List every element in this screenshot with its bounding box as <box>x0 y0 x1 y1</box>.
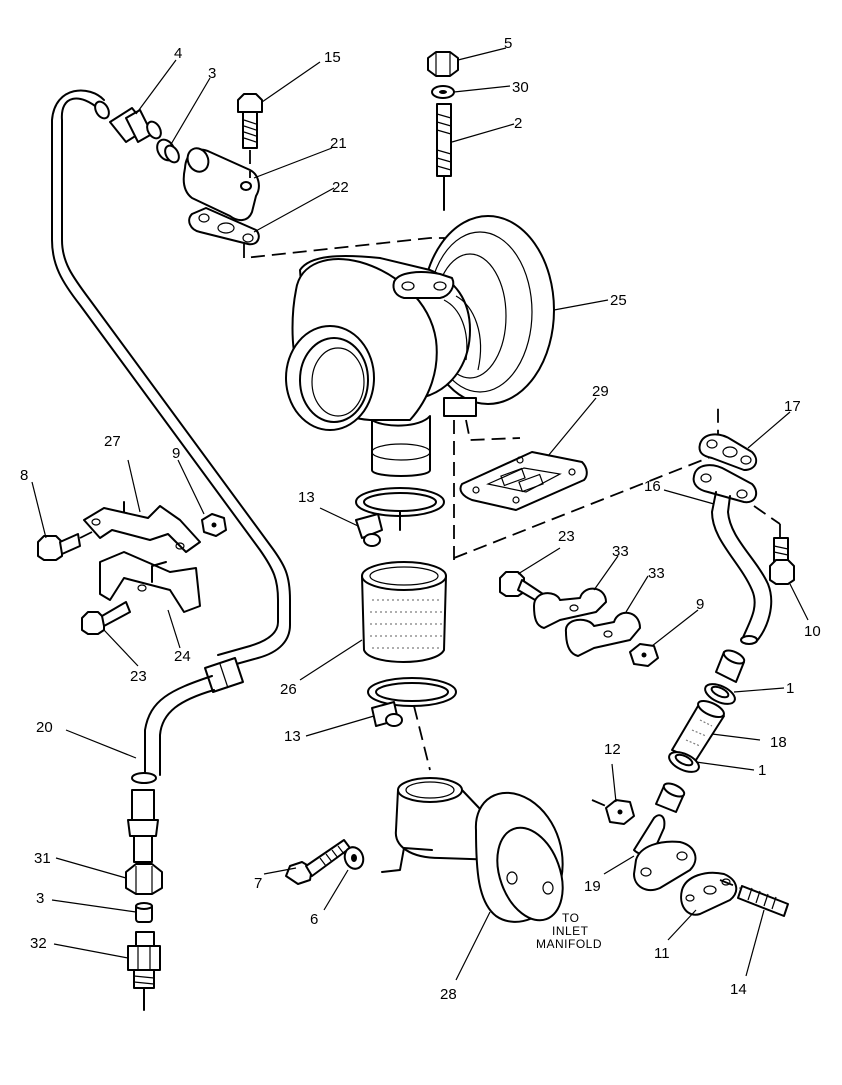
seal-1-upper <box>704 683 736 705</box>
oil-flange-21 <box>182 147 260 222</box>
callout-17: 17 <box>784 398 801 415</box>
nut-5 <box>427 51 459 77</box>
callout-29: 29 <box>592 383 609 400</box>
callout-5: 5 <box>504 35 512 52</box>
bolt-23-left <box>81 601 131 635</box>
inlet-manifold-note: TO INLET MANIFOLD <box>536 911 602 951</box>
drain-tube-16 <box>692 464 773 645</box>
stud-2 <box>436 103 452 211</box>
connector-32 <box>127 931 161 1011</box>
callout-32: 32 <box>30 935 47 952</box>
callout-3-upper: 3 <box>208 65 216 82</box>
hose-26 <box>361 561 447 663</box>
callout-25: 25 <box>610 292 627 309</box>
note-line-2: INLET <box>552 924 589 938</box>
callout-22: 22 <box>332 179 349 196</box>
callout-6: 6 <box>310 911 318 928</box>
callout-21: 21 <box>330 135 347 152</box>
sleeve-3-upper <box>156 138 180 164</box>
clamp-33-a <box>533 587 607 629</box>
nut-9-left <box>201 513 227 537</box>
callout-27: 27 <box>104 433 121 450</box>
gasket-22 <box>188 207 260 246</box>
callout-13-upper: 13 <box>298 489 315 506</box>
callout-2: 2 <box>514 115 522 132</box>
callout-1-lower: 1 <box>758 762 766 779</box>
callout-4: 4 <box>174 45 182 62</box>
nut-12 <box>591 799 635 825</box>
elbow-28 <box>381 777 564 923</box>
hose-clamp-13-lower <box>367 677 457 771</box>
drain-elbow-19 <box>633 814 697 892</box>
callout-12: 12 <box>604 741 621 758</box>
note-line-3: MANIFOLD <box>536 937 602 951</box>
gasket-11 <box>680 871 738 916</box>
leader-lines <box>31 47 809 981</box>
hose-18 <box>671 699 725 761</box>
bracket-24 <box>99 551 201 613</box>
callout-15: 15 <box>324 49 341 66</box>
callout-19: 19 <box>584 878 601 895</box>
sleeve-tube-lower <box>655 782 686 813</box>
oil-tube <box>51 89 291 784</box>
callout-26: 26 <box>280 681 297 698</box>
callout-3-lower: 3 <box>36 890 44 907</box>
callout-8: 8 <box>20 467 28 484</box>
bracket-27 <box>83 501 201 553</box>
callout-1-upper: 1 <box>786 680 794 697</box>
elbow-fitting-4 <box>109 107 162 143</box>
callout-10: 10 <box>804 623 821 640</box>
callout-23-left: 23 <box>130 668 147 685</box>
washer-30 <box>431 85 455 99</box>
callout-14: 14 <box>730 981 747 998</box>
callout-13-lower: 13 <box>284 728 301 745</box>
callout-28: 28 <box>440 986 457 1003</box>
callout-9-left: 9 <box>172 445 180 462</box>
nut-9-right <box>629 643 659 667</box>
callout-labels: 1 1 2 3 3 4 5 6 7 8 9 9 10 11 12 13 13 1… <box>20 35 821 1003</box>
callout-16: 16 <box>644 478 661 495</box>
washer-6 <box>343 846 365 870</box>
callout-24: 24 <box>174 648 191 665</box>
stud-14 <box>719 879 789 917</box>
gasket-29 <box>459 451 588 511</box>
callout-23-right: 23 <box>558 528 575 545</box>
gasket-17 <box>698 433 758 471</box>
turbocharger-25 <box>285 215 555 477</box>
callout-30: 30 <box>512 79 529 96</box>
clamp-33-b <box>564 612 641 657</box>
callout-7: 7 <box>254 875 262 892</box>
bolt-15 <box>237 93 263 178</box>
callout-31: 31 <box>34 850 51 867</box>
sleeve-3-lower <box>135 902 153 923</box>
callout-18: 18 <box>770 734 787 751</box>
tube-end-lower <box>127 789 159 863</box>
callout-11: 11 <box>654 945 670 962</box>
seal-1-lower <box>668 751 700 773</box>
hose-clamp-13-upper <box>355 487 445 547</box>
note-line-1: TO <box>562 911 579 925</box>
callout-9-right: 9 <box>696 596 704 613</box>
sleeve-tube-upper <box>715 649 746 683</box>
callout-33-a: 33 <box>612 543 629 560</box>
nut-31 <box>125 863 163 895</box>
bolt-10 <box>769 537 795 585</box>
bolt-7 <box>285 839 351 885</box>
bolt-8 <box>37 531 93 561</box>
callout-33-b: 33 <box>648 565 665 582</box>
callout-20: 20 <box>36 719 53 736</box>
